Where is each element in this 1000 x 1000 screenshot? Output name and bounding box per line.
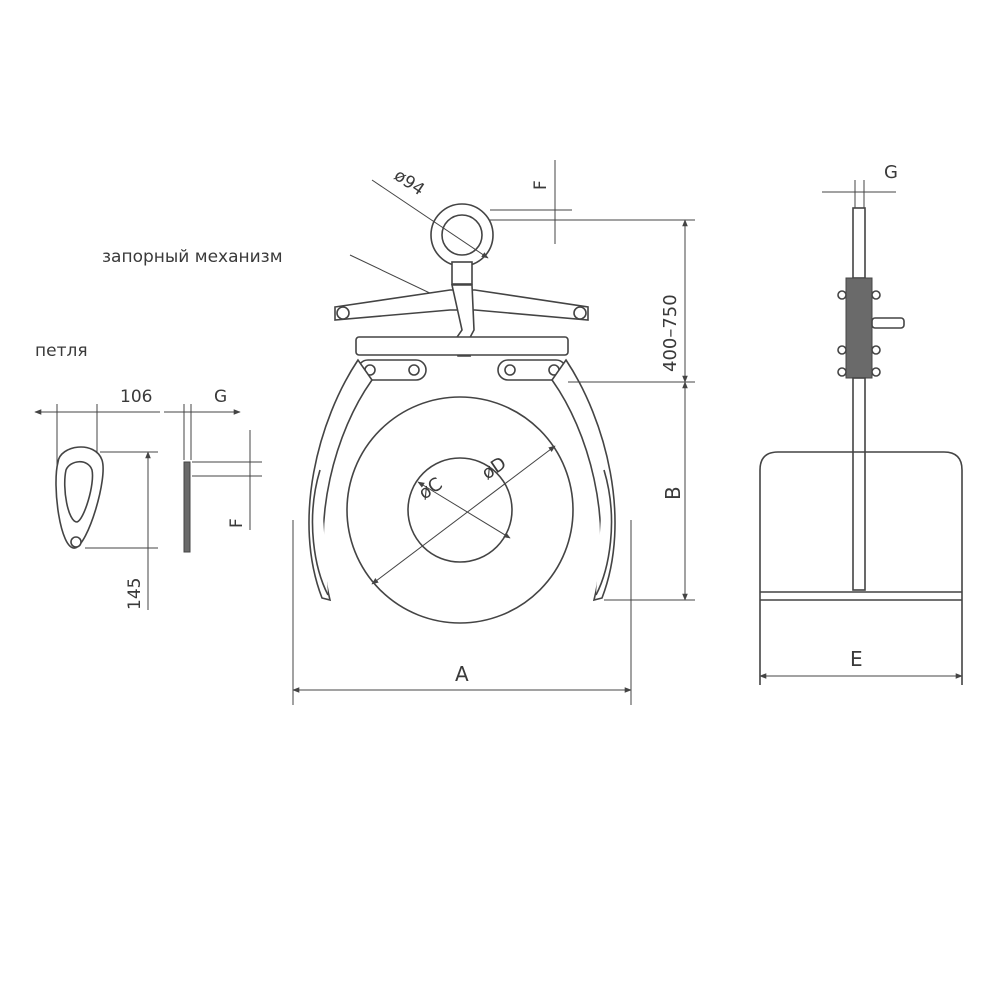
dim-D: øD (478, 453, 510, 484)
cross-plate (355, 336, 569, 356)
lock-mechanism-label: запорный механизм (102, 247, 283, 267)
clamp-side-view: G E (759, 162, 963, 685)
coil-side-outline (759, 451, 963, 685)
coil-outer (346, 396, 574, 624)
loop-dim-145: 145 (125, 578, 145, 610)
bolt (837, 345, 847, 355)
side-lock-body (845, 277, 873, 379)
loop-label: петля (35, 341, 88, 361)
dim-C-line (417, 481, 511, 539)
loop-hole (70, 536, 82, 548)
jaw-right-liner (595, 469, 613, 596)
eye-shank (451, 261, 473, 285)
side-handle (871, 317, 905, 329)
pin (408, 364, 420, 376)
loop-plate-side (183, 461, 191, 553)
bolt (871, 345, 881, 355)
eye-diameter: ø94 (390, 166, 428, 201)
jaw-left-liner (311, 469, 329, 596)
bolt (871, 290, 881, 300)
pin (573, 306, 587, 320)
lifting-eye-inner (441, 214, 483, 256)
dim-F: F (531, 180, 551, 190)
loop-detail: петля 106 145 G F (34, 341, 262, 610)
jaw-right (551, 358, 616, 602)
pin (504, 364, 516, 376)
side-center-plate (852, 377, 866, 591)
bolt (871, 367, 881, 377)
loop-dim-106: 106 (120, 387, 152, 407)
loop-dim-G: G (214, 387, 227, 407)
dim-E: E (850, 647, 863, 671)
dim-B: B (661, 486, 685, 500)
loop-dim-F: F (227, 518, 247, 528)
side-eye-shank (852, 207, 866, 279)
jaw-left (308, 358, 373, 602)
bolt (837, 290, 847, 300)
pin (336, 306, 350, 320)
dim-height: 400–750 (660, 294, 681, 372)
eye-diameter-leader (371, 179, 489, 259)
loop-inner (63, 460, 94, 523)
bolt (837, 367, 847, 377)
dim-A: A (455, 662, 469, 686)
dim-D-line (371, 445, 556, 585)
side-dim-G: G (884, 162, 898, 183)
